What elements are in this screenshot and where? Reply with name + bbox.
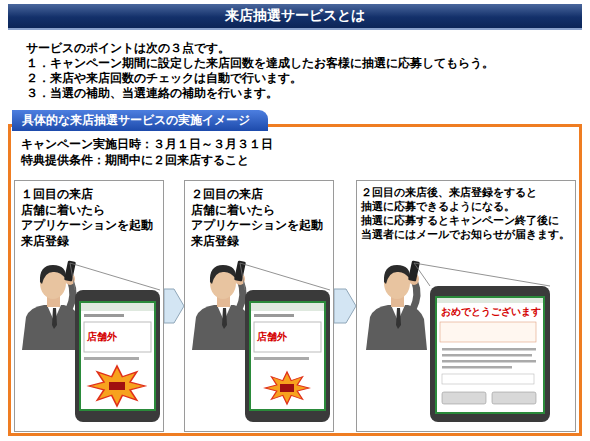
phone-body: [430, 286, 550, 422]
man-figure: [22, 260, 83, 350]
text-stub: [442, 354, 532, 357]
flow-arrow: [164, 289, 184, 323]
zoom-line: [70, 263, 160, 290]
text-stub: [442, 348, 536, 351]
starburst: [89, 366, 145, 406]
section-frame: 具体的な来店抽選サービスの実施イメージキャンペーン実施日時：３月１日～３月３１日…: [8, 124, 582, 436]
flow-arrow: [334, 289, 356, 323]
zoom-line: [70, 263, 75, 290]
section-tab: 具体的な来店抽選サービスの実施イメージ: [12, 110, 268, 131]
intro-text: サービスのポイントは次の３点です。: [26, 41, 230, 56]
button: [280, 384, 294, 392]
step-text: ２回目の来店後、来店登録をすると 抽選に応募できるようになる。 抽選に応募すると…: [361, 185, 571, 241]
zoom-line: [240, 263, 245, 290]
point-item: ２．来店や来店回数のチェックは自動で行います。: [26, 71, 302, 86]
step-text: ２回目の来店 店舗に着いたら アプリケーションを起動 来店登録: [191, 187, 327, 249]
starburst: [265, 372, 309, 404]
button: [442, 392, 486, 404]
step-panel: １回目の来店 店舗に着いたら アプリケーションを起動 来店登録: [14, 180, 164, 432]
input-box: [84, 322, 151, 352]
phone-screen: [80, 302, 155, 410]
condition-text: 特典提供条件：期間中に２回来店すること: [21, 152, 569, 168]
screen-status: 店舗外: [257, 331, 287, 343]
button: [492, 392, 536, 404]
phone-body: [245, 290, 330, 422]
screen-status: 店舗外: [87, 331, 117, 343]
text-stub: [254, 314, 294, 317]
title-band: 来店抽選サービスとは: [8, 4, 582, 30]
message-box: [440, 322, 536, 342]
input-box: [442, 374, 534, 384]
screen-header: [437, 298, 543, 303]
screen-header: [81, 303, 154, 311]
text-stub: [84, 314, 124, 317]
zoom-line: [240, 263, 330, 290]
text-stub: [84, 357, 139, 360]
phone-body: [75, 290, 160, 422]
zoom-line: [414, 263, 430, 286]
phone-screen: [436, 297, 544, 413]
step-panel: ２回目の来店 店舗に着いたら アプリケーションを起動 来店登録: [184, 180, 334, 432]
point-item: １．キャンペーン期間に設定した来店回数を達成したお客様に抽選に応募してもらう。: [26, 56, 494, 71]
man-figure: [192, 260, 253, 350]
man-figure: [366, 260, 427, 350]
point-item: ３．当選の補助、当選連絡の補助を行います。: [26, 86, 278, 101]
phone-screen: [250, 302, 325, 410]
step-text: １回目の来店 店舗に着いたら アプリケーションを起動 来店登録: [21, 187, 157, 249]
button: [109, 382, 125, 390]
condition-text: キャンペーン実施日時：３月１日～３月３１日: [21, 136, 569, 152]
screen-message: おめでとうございます: [441, 306, 541, 318]
screen-header: [251, 303, 324, 311]
input-box: [254, 322, 321, 352]
text-stub: [442, 360, 536, 363]
text-stub: [442, 366, 512, 369]
text-stub: [254, 357, 309, 360]
zoom-line: [414, 263, 550, 286]
